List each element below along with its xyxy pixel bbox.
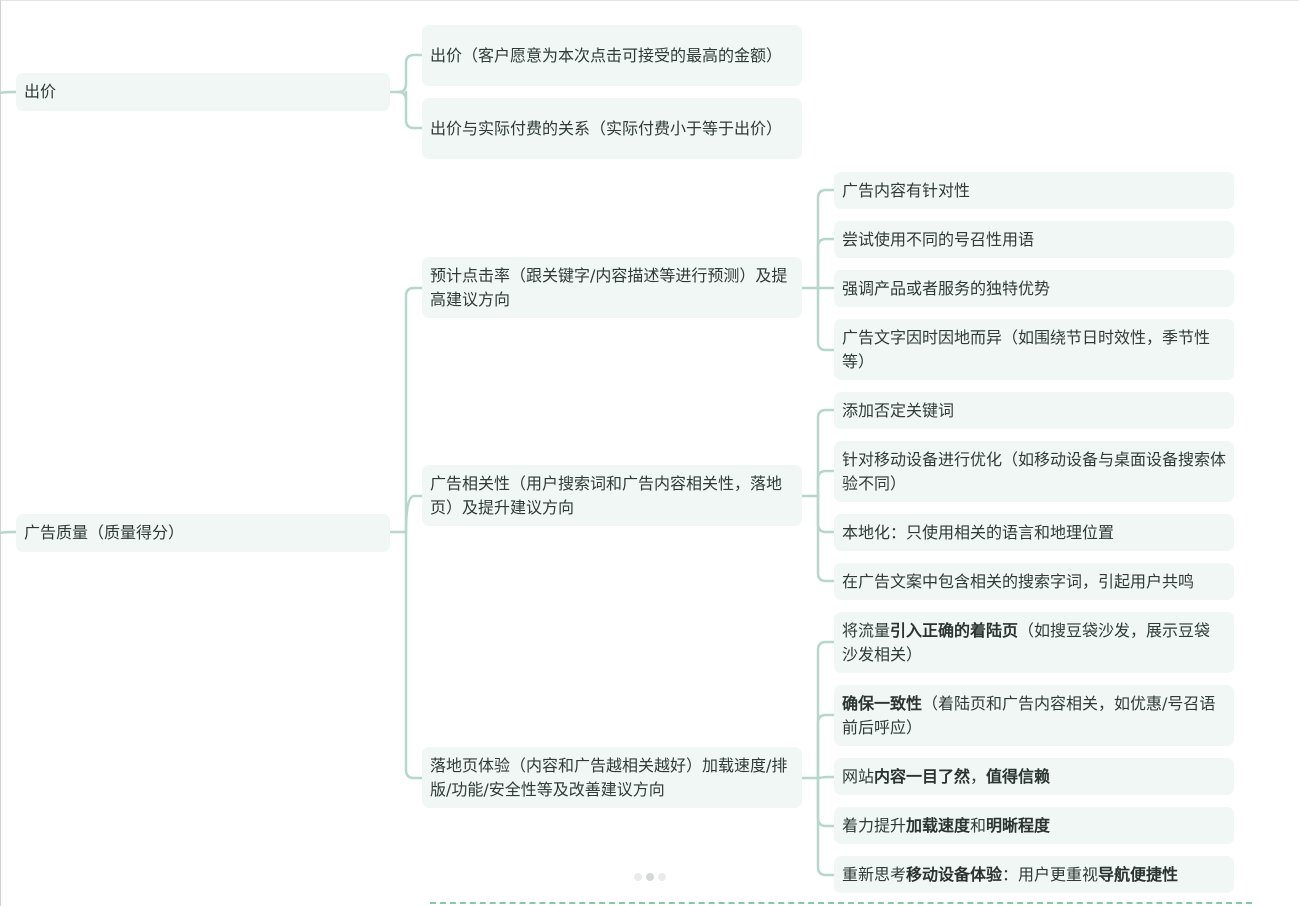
page-indicator[interactable] (628, 868, 672, 886)
node-landing-tip[interactable]: 确保一致性（着陆页和广告内容相关，如优惠/号召语前后呼应） (834, 685, 1234, 746)
connector-land-2 (816, 713, 836, 780)
node-landing-tip-label: 着力提升加载速度和明晰程度 (842, 815, 1051, 835)
page-dot[interactable] (658, 873, 666, 881)
connector-rel-4 (816, 494, 836, 583)
node-landing-tip[interactable]: 将流量引入正确的着陆页（如搜豆袋沙发，展示豆袋沙发相关） (834, 612, 1234, 673)
node-ctr-tip[interactable]: 广告文字因时因地而异（如围绕节日时效性，季节性等） (834, 319, 1234, 380)
connector-quality-rel (404, 494, 424, 534)
highlight-text: 加载速度 (906, 815, 971, 835)
node-relevance-tip-label: 在广告文案中包含相关的搜索字词，引起用户共鸣 (842, 571, 1195, 591)
connector-quality-ctr (404, 286, 424, 534)
node-landing-page-experience[interactable]: 落地页体验（内容和广告越相关越好）加载速度/排版/功能/安全性等及改善建议方向 (422, 747, 802, 808)
node-landing-tip-label: 将流量引入正确的着陆页（如搜豆袋沙发，展示豆袋沙发相关） (842, 620, 1211, 664)
node-bid-max-amount[interactable]: 出价（客户愿意为本次点击可接受的最高的金额） (422, 25, 802, 86)
highlight-text: 明晰程度 (986, 815, 1051, 835)
connector-land-1 (816, 640, 836, 780)
node-relevance-tip[interactable]: 添加否定关键词 (834, 392, 1234, 429)
node-relevance-tip[interactable]: 针对移动设备进行优化（如移动设备与桌面设备搜索体验不同） (834, 441, 1234, 502)
node-ad-quality-label: 广告质量（质量得分） (24, 523, 185, 542)
node-relevance-tip-label: 添加否定关键词 (842, 400, 955, 420)
node-ctr-tip[interactable]: 强调产品或者服务的独特优势 (834, 270, 1234, 307)
page-dot-active[interactable] (646, 873, 654, 881)
highlight-text: 导航便捷性 (1098, 864, 1179, 884)
highlight-text: 引入正确的着陆页 (890, 620, 1019, 640)
connector-rel-2 (816, 469, 836, 498)
node-bid-max-amount-label: 出价（客户愿意为本次点击可接受的最高的金额） (430, 45, 783, 65)
connector-bid-b (396, 90, 424, 130)
node-relevance-tip-label: 针对移动设备进行优化（如移动设备与桌面设备搜索体验不同） (842, 449, 1227, 493)
connector-ctr-2 (816, 237, 836, 290)
node-expected-ctr[interactable]: 预计点击率（跟关键字/内容描述等进行预测）及提高建议方向 (422, 257, 802, 318)
highlight-text: 值得信赖 (986, 766, 1051, 786)
frame-top-border (0, 0, 1299, 1)
node-relevance-tip[interactable]: 本地化：只使用相关的语言和地理位置 (834, 514, 1234, 551)
connector-land-5 (816, 776, 836, 877)
dashed-drop-indicator (430, 902, 1252, 904)
highlight-text: 移动设备体验 (906, 864, 1003, 884)
frame-left-border (0, 0, 1, 906)
node-landing-page-experience-label: 落地页体验（内容和广告越相关越好）加载速度/排版/功能/安全性等及改善建议方向 (430, 755, 788, 799)
node-ctr-tip-label: 广告内容有针对性 (842, 180, 971, 200)
node-ad-relevance-label: 广告相关性（用户搜索词和广告内容相关性，落地页）及提升建议方向 (430, 473, 783, 517)
node-bid-vs-actual-cost[interactable]: 出价与实际付费的关系（实际付费小于等于出价） (422, 98, 802, 159)
node-ctr-tip-label: 尝试使用不同的号召性用语 (842, 229, 1035, 249)
node-ctr-tip-label: 强调产品或者服务的独特优势 (842, 278, 1051, 298)
node-bid-vs-actual-cost-label: 出价与实际付费的关系（实际付费小于等于出价） (430, 118, 783, 138)
page-dot[interactable] (634, 873, 642, 881)
node-landing-tip[interactable]: 重新思考移动设备体验：用户更重视导航便捷性 (834, 856, 1234, 893)
connector-ctr-4 (816, 286, 836, 352)
node-ctr-tip[interactable]: 广告内容有针对性 (834, 172, 1234, 209)
node-ctr-tip-label: 广告文字因时因地而异（如围绕节日时效性，季节性等） (842, 327, 1211, 371)
node-bid[interactable]: 出价 (16, 73, 390, 111)
connector-land-3 (816, 775, 836, 780)
connector-quality-land (404, 530, 424, 780)
node-landing-tip-label: 重新思考移动设备体验：用户更重视导航便捷性 (842, 864, 1179, 884)
connector-bid-a (388, 53, 424, 94)
node-relevance-tip[interactable]: 在广告文案中包含相关的搜索字词，引起用户共鸣 (834, 563, 1234, 600)
node-ad-quality[interactable]: 广告质量（质量得分） (16, 514, 390, 552)
connector-root-bid (0, 90, 18, 95)
node-expected-ctr-label: 预计点击率（跟关键字/内容描述等进行预测）及提高建议方向 (430, 265, 788, 309)
node-landing-tip-label: 网站内容一目了然，值得信赖 (842, 766, 1051, 786)
connector-root-quality (0, 530, 18, 535)
node-ctr-tip[interactable]: 尝试使用不同的号召性用语 (834, 221, 1234, 258)
node-landing-tip-label: 确保一致性（着陆页和广告内容相关，如优惠/号召语前后呼应） (842, 693, 1216, 737)
highlight-text: 确保一致性 (842, 693, 923, 713)
node-landing-tip[interactable]: 网站内容一目了然，值得信赖 (834, 758, 1234, 795)
highlight-text: 内容一目了然 (874, 766, 971, 786)
connector-ctr-1 (816, 188, 836, 290)
connector-rel-1 (816, 408, 836, 498)
node-ad-relevance[interactable]: 广告相关性（用户搜索词和广告内容相关性，落地页）及提升建议方向 (422, 465, 802, 526)
node-bid-label: 出价 (24, 82, 57, 101)
node-relevance-tip-label: 本地化：只使用相关的语言和地理位置 (842, 522, 1115, 542)
connector-rel-3 (816, 494, 836, 534)
node-landing-tip[interactable]: 着力提升加载速度和明晰程度 (834, 807, 1234, 844)
connector-land-4 (816, 776, 836, 828)
